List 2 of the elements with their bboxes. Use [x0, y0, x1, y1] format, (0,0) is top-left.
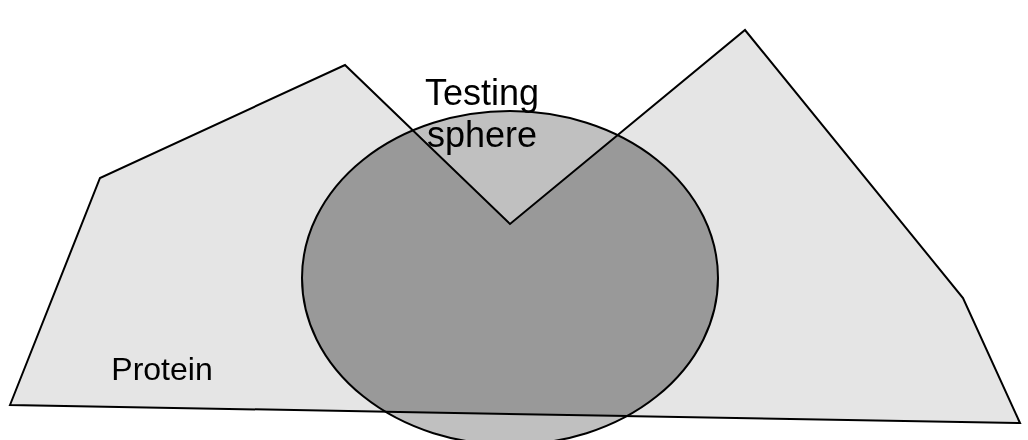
shape-label: Testing sphere: [423, 72, 541, 156]
shape-label: Protein: [110, 350, 214, 388]
